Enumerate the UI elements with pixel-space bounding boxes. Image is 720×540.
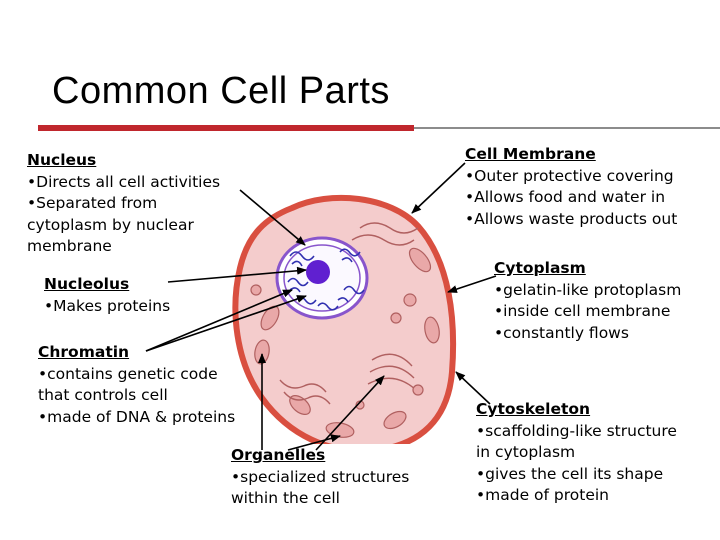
label-nucleus: Nucleus •Directs all cell activities •Se… — [27, 150, 267, 258]
label-line: cytoplasm by nuclear — [27, 215, 194, 234]
label-line: membrane — [27, 237, 112, 255]
label-line: •constantly flows — [494, 323, 629, 342]
vesicle — [250, 284, 262, 296]
pointer-membrane — [411, 162, 466, 214]
mitochondrion — [424, 316, 440, 344]
label-heading: Cytoplasm — [494, 259, 586, 277]
label-line: that controls cell — [38, 386, 168, 404]
label-heading: Nucleus — [27, 151, 97, 169]
pointer-nucleus — [239, 189, 306, 246]
label-chromatin: Chromatin •contains genetic code that co… — [38, 342, 273, 428]
pointer-chromatin-2 — [145, 295, 307, 352]
label-line: •made of DNA & proteins — [38, 407, 236, 426]
organelles-group — [250, 222, 440, 438]
pointer-lines — [145, 162, 497, 451]
label-line: •Allows food and water in — [465, 188, 666, 206]
endoplasmic-reticulum — [279, 379, 331, 405]
pointer-organelles-3 — [315, 375, 385, 451]
label-heading: Cell Membrane — [465, 145, 596, 163]
nucleus-group — [275, 236, 369, 320]
label-backdrop — [36, 342, 231, 434]
label-cytoskeleton: Cytoskeleton •scaffolding-like structure… — [476, 399, 720, 507]
golgi-apparatus — [367, 353, 417, 391]
label-nucleolus: Nucleolus •Makes proteins — [44, 274, 244, 317]
label-backdrop — [24, 148, 230, 252]
label-line: •Makes proteins — [44, 296, 171, 315]
label-line: •inside cell membrane — [494, 302, 671, 320]
label-line: •Separated from — [27, 194, 158, 212]
chromatin-strands — [287, 248, 365, 311]
page-title: Common Cell Parts — [52, 70, 390, 112]
label-line: •Outer protective covering — [465, 166, 674, 185]
pointer-chromatin-1 — [145, 289, 293, 352]
pointer-cytoplasm — [447, 275, 497, 293]
label-heading: Cytoskeleton — [476, 400, 591, 418]
endoplasmic-reticulum — [351, 222, 419, 246]
label-line: •gives the cell its shape — [476, 464, 664, 483]
vesicle — [403, 293, 417, 307]
pointer-cytoskeleton — [455, 371, 491, 405]
label-line: •made of protein — [476, 486, 610, 504]
vesicle — [390, 312, 402, 324]
label-line: •scaffolding-like structure — [476, 421, 677, 440]
vesicle — [412, 384, 424, 396]
label-heading: Nucleolus — [44, 275, 130, 293]
nucleolus-shape — [306, 260, 330, 284]
mitochondrion — [408, 247, 432, 273]
label-line: •Allows waste products out — [465, 209, 678, 228]
mitochondrion — [383, 410, 407, 430]
pointer-nucleolus — [167, 266, 307, 283]
pointer-organelles-2 — [287, 434, 341, 451]
label-line: •Directs all cell activities — [27, 172, 221, 191]
label-heading: Organelles — [231, 446, 326, 464]
label-line: •gelatin-like protoplasm — [494, 280, 682, 299]
title-accent-bar — [38, 125, 414, 131]
label-line: •specialized structures — [231, 467, 410, 486]
label-cytoplasm: Cytoplasm •gelatin-like protoplasm •insi… — [494, 258, 720, 344]
label-backdrop — [470, 256, 720, 348]
label-line: in cytoplasm — [476, 443, 576, 461]
label-organelles: Organelles •specialized structures withi… — [231, 445, 446, 510]
label-line: within the cell — [231, 489, 340, 507]
label-cell-membrane: Cell Membrane •Outer protective covering… — [465, 144, 720, 230]
label-heading: Chromatin — [38, 343, 130, 361]
label-backdrop — [228, 444, 440, 510]
label-line: •contains genetic code — [38, 364, 218, 383]
